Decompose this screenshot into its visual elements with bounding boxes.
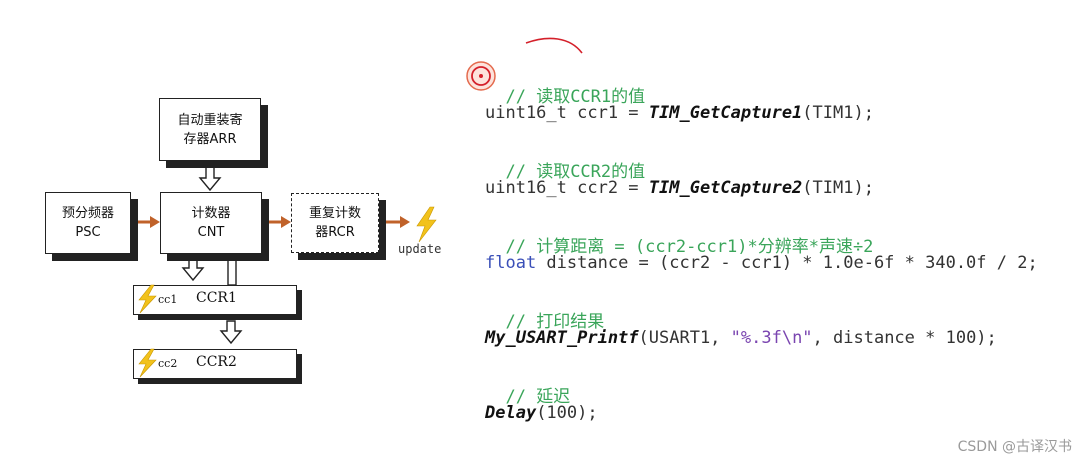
code-function: TIM_GetCapture2 xyxy=(648,178,803,198)
code-line-9: // 延迟 xyxy=(485,364,570,408)
code-comment: // 计算距离 = (ccr2-ccr1)*分辨率*声速÷2 xyxy=(505,237,874,257)
code-comment: // 打印结果 xyxy=(505,312,605,332)
code-line-4: uint16_t ccr2 = TIM_GetCapture2(TIM1); xyxy=(485,177,874,199)
code-text: (TIM1); xyxy=(802,103,874,123)
ccr1-name: CCR1 xyxy=(196,290,237,306)
arrow-cnt-to-rcr xyxy=(260,216,291,228)
code-line-1: // 读取CCR1的值 xyxy=(485,64,645,108)
code-function: My_USART_Printf xyxy=(485,328,639,348)
arr-box: 自动重装寄 存器ARR xyxy=(159,98,261,161)
lightning-icon-cc1 xyxy=(138,284,157,314)
cnt-box-line1: 计数器 xyxy=(191,206,231,221)
hollow-down-arrow-ccr1-ccr2 xyxy=(219,320,243,345)
code-line-7: // 打印结果 xyxy=(485,289,604,333)
rcr-box-line1: 重复计数 xyxy=(308,206,361,221)
psc-box: 预分频器 PSC xyxy=(45,192,131,254)
ccr1-channel-label: cc1 xyxy=(158,293,178,306)
psc-box-line1: 预分频器 xyxy=(61,206,114,221)
watermark: CSDN @古译汉书 xyxy=(957,439,1072,455)
cnt-box-line2: CNT xyxy=(197,225,225,240)
psc-box-line2: PSC xyxy=(75,225,101,240)
ccr1-register: cc1 CCR1 xyxy=(133,284,297,315)
rcr-box: 重复计数 器RCR xyxy=(291,193,379,253)
code-function: TIM_GetCapture1 xyxy=(648,103,803,123)
arrow-psc-to-cnt xyxy=(129,216,160,228)
code-line-2: uint16_t ccr1 = TIM_GetCapture1(TIM1); xyxy=(485,102,874,124)
ccr2-channel-label: cc2 xyxy=(158,357,178,370)
code-text: distance = (ccr2 - ccr1) * 1.0e-6f * 340… xyxy=(536,253,1038,273)
code-function: Delay xyxy=(485,403,537,423)
code-comment: // 延迟 xyxy=(505,387,571,407)
code-line-10: Delay(100); xyxy=(485,402,598,424)
rcr-box-line2: 器RCR xyxy=(315,225,355,240)
arrow-rcr-to-update xyxy=(377,216,410,228)
hollow-bar-ccr1-cnt xyxy=(227,257,237,286)
hollow-down-arrow-cnt-ccr1 xyxy=(181,257,205,282)
cnt-box: 计数器 CNT xyxy=(160,192,262,254)
code-line-3: // 读取CCR2的值 xyxy=(485,139,645,183)
arr-box-line1: 自动重装寄 xyxy=(177,112,243,128)
lightning-icon-update xyxy=(416,206,437,243)
code-string: "%.3f\n" xyxy=(730,328,813,348)
code-text: (USART1, xyxy=(638,328,731,348)
code-line-8: My_USART_Printf(USART1, "%.3f\n", distan… xyxy=(485,327,997,349)
timer-block-diagram: 自动重装寄 存器ARR 预分频器 PSC 计数器 CNT 重复计数 器RCR u… xyxy=(0,0,470,462)
ccr2-register: cc2 CCR2 xyxy=(133,348,297,379)
lightning-icon-cc2 xyxy=(138,348,157,378)
ccr2-name: CCR2 xyxy=(196,354,237,370)
hollow-down-arrow-arr-cnt xyxy=(198,166,222,192)
code-keyword: float xyxy=(485,253,537,273)
code-text: , distance * 100); xyxy=(812,328,997,348)
cursor-highlight-icon xyxy=(466,37,583,91)
arr-box-line2: 存器ARR xyxy=(183,131,237,147)
code-text: (TIM1); xyxy=(802,178,874,198)
code-text: (100); xyxy=(536,403,598,423)
code-line-5: // 计算距离 = (ccr2-ccr1)*分辨率*声速÷2 xyxy=(485,214,873,258)
code-comment: // 读取CCR1的值 xyxy=(505,87,646,107)
code-text: uint16_t ccr2 = xyxy=(485,178,649,198)
code-line-6: float distance = (ccr2 - ccr1) * 1.0e-6f… xyxy=(485,252,1038,274)
update-label: update xyxy=(398,242,442,256)
code-text: uint16_t ccr1 = xyxy=(485,103,649,123)
code-comment: // 读取CCR2的值 xyxy=(505,162,646,182)
